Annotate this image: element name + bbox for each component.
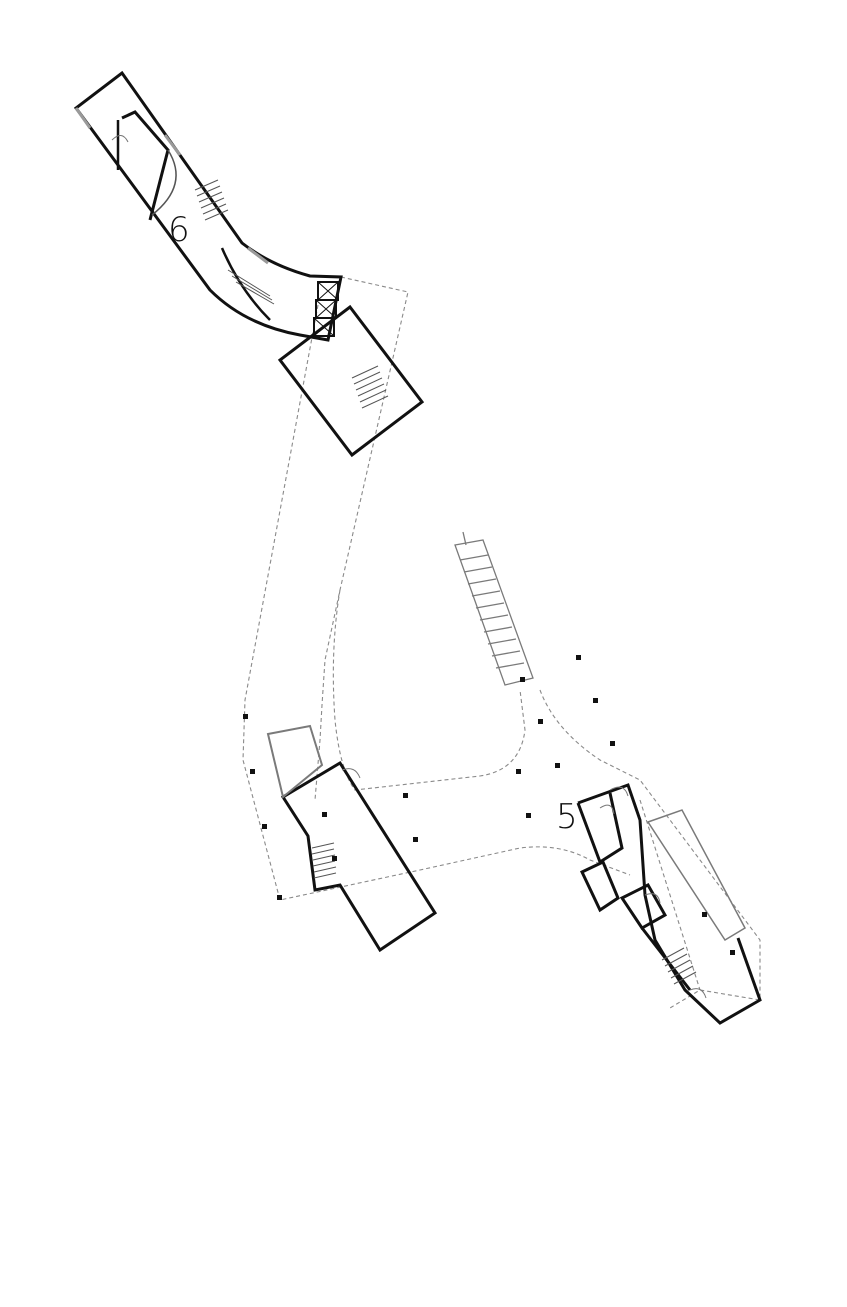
- column: [332, 856, 337, 861]
- column: [702, 912, 707, 917]
- column: [262, 824, 267, 829]
- middle-building-stair: [311, 842, 337, 879]
- building-6-auditorium-arc: [151, 149, 177, 216]
- building-5-stair: [661, 947, 697, 985]
- column: [403, 793, 408, 798]
- column: [730, 950, 735, 955]
- building-6-outer-wall: [73, 70, 343, 342]
- column: [538, 719, 543, 724]
- building-5-label: 5: [556, 797, 578, 837]
- walkway-upper-outline: [314, 276, 409, 801]
- branch-outline-right: [539, 689, 761, 1009]
- square-block-wall: [277, 304, 425, 458]
- columns: [243, 655, 735, 955]
- column: [243, 714, 248, 719]
- column: [610, 741, 615, 746]
- building-6-label: 6: [168, 210, 190, 250]
- building-6-inner-curve: [220, 247, 271, 321]
- stair-bridge: [454, 531, 534, 686]
- building-6-stair: [194, 179, 275, 305]
- column: [526, 813, 531, 818]
- column: [593, 698, 598, 703]
- walkway-left-outline: [242, 304, 631, 901]
- building-6-elevator-core: [313, 281, 339, 337]
- branch-outline-lower: [639, 799, 701, 991]
- column: [277, 895, 282, 900]
- building-6-glazing: [74, 107, 269, 265]
- middle-building-annex: [266, 724, 324, 799]
- column: [413, 837, 418, 842]
- middle-building: [280, 760, 438, 953]
- column: [322, 812, 327, 817]
- building-5-room-c: [619, 883, 668, 930]
- square-block-stair: [351, 365, 389, 409]
- column: [520, 677, 525, 682]
- door-swings: [111, 135, 707, 999]
- dashed-outlines: [242, 276, 761, 1009]
- middle-building-wall: [280, 760, 438, 953]
- building-5-room-b: [580, 859, 620, 913]
- walkway-inner-curve: [332, 589, 526, 791]
- building-5-outer-wall: [577, 783, 762, 1025]
- column: [250, 769, 255, 774]
- building-5-canopy: [646, 809, 746, 942]
- column: [516, 769, 521, 774]
- square-block: [277, 304, 425, 458]
- building-6: [73, 70, 343, 342]
- column: [555, 763, 560, 768]
- column: [576, 655, 581, 660]
- building-6-inner-wall: [121, 110, 170, 221]
- building-5-room-a: [576, 792, 624, 865]
